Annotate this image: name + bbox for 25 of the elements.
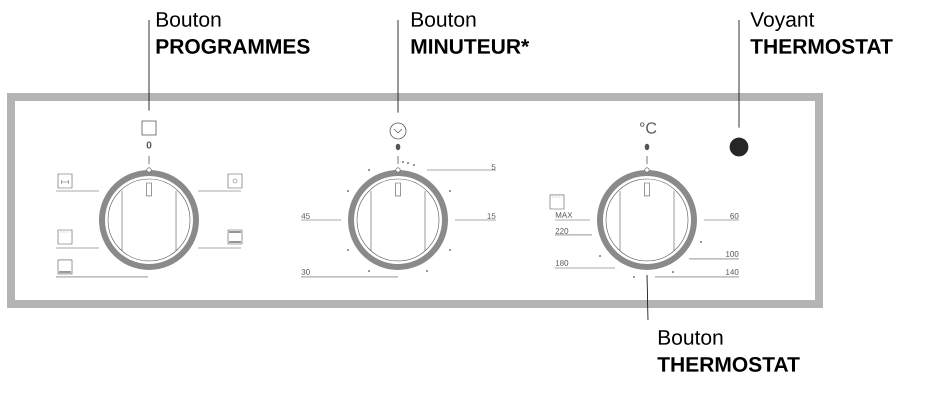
leader-line xyxy=(738,20,740,128)
scale-label: MAX xyxy=(556,212,572,218)
callout-label: Voyant THERMOSTAT xyxy=(750,12,893,54)
scale-label: 220 xyxy=(556,228,568,234)
square-symbol xyxy=(142,120,156,136)
scale-label: 180 xyxy=(556,260,568,266)
scale-label: 100 xyxy=(726,251,738,257)
scale-label: 60 xyxy=(730,213,738,219)
unit-symbol: °C xyxy=(640,122,656,134)
callout-label: Bouton MINUTEUR* xyxy=(412,12,530,54)
scale-label: 140 xyxy=(726,269,738,275)
scale-label: 5 xyxy=(492,164,496,170)
clock-symbol xyxy=(390,122,406,140)
position-number: 0 xyxy=(146,141,152,149)
leader-line xyxy=(148,20,150,111)
callout-label: Bouton THERMOSTAT xyxy=(657,330,800,372)
leader-line xyxy=(646,274,648,320)
knob xyxy=(99,156,199,270)
indicator-lamp xyxy=(730,138,748,156)
scale-label: 45 xyxy=(301,213,310,219)
scale-label: 30 xyxy=(302,269,310,275)
callout-label: Bouton PROGRAMMES xyxy=(156,12,310,54)
knob xyxy=(597,156,697,270)
knob xyxy=(348,156,448,270)
scale-label: 15 xyxy=(488,213,496,219)
